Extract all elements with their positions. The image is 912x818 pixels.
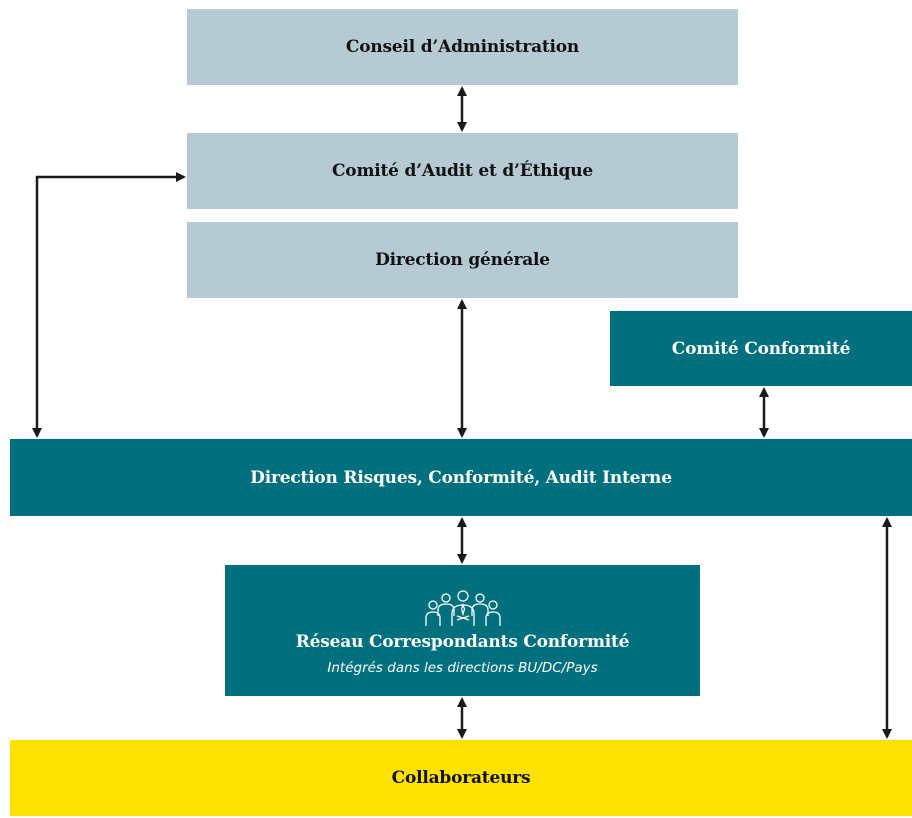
comite-conformite-box: Comité Conformité (610, 311, 912, 386)
direction-risques-box: Direction Risques, Conformité, Audit Int… (10, 439, 912, 516)
reseau-correspondants-label: Réseau Correspondants Conformité (295, 631, 630, 652)
direction-generale-label: Direction générale (375, 250, 550, 270)
collaborateurs-label: Collaborateurs (391, 768, 531, 788)
comite-conformite-label: Comité Conformité (671, 338, 851, 359)
comite-audit-ethique-box: Comité d’Audit et d’Éthique (187, 133, 738, 209)
team-group-icon (424, 589, 501, 626)
reseau-correspondants-subtitle: Intégrés dans les directions BU/DC/Pays (327, 659, 598, 676)
conseil-administration-box: Conseil d’Administration (187, 9, 738, 85)
direction-generale-box: Direction générale (187, 222, 738, 298)
conseil-administration-label: Conseil d’Administration (345, 37, 580, 57)
reseau-correspondants-box: Réseau Correspondants Conformité Intégré… (225, 565, 700, 696)
collaborateurs-box: Collaborateurs (10, 740, 912, 816)
direction-risques-label: Direction Risques, Conformité, Audit Int… (250, 467, 672, 488)
arrow-comite-audit-risques-loop (32, 172, 186, 438)
comite-audit-ethique-label: Comité d’Audit et d’Éthique (331, 161, 594, 181)
